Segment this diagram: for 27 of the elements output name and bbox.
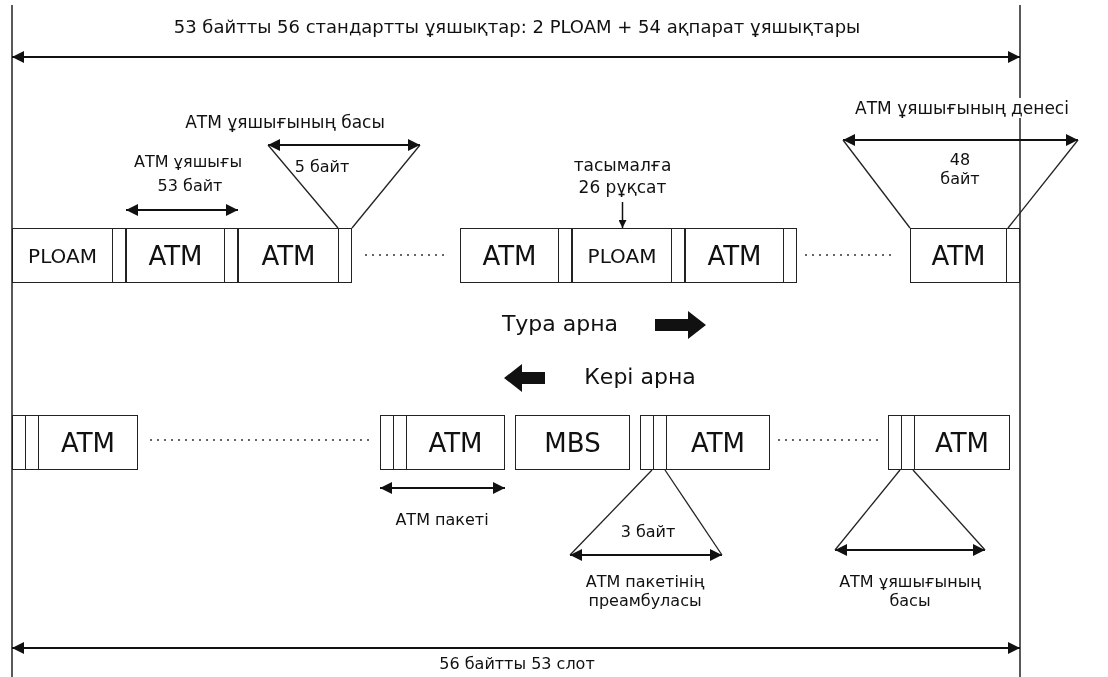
dimension-label: 5 байт <box>294 157 350 177</box>
direction-label: Тура арна <box>501 311 619 338</box>
dimension-label: 3 байт <box>620 522 676 542</box>
cell-block: ATM <box>685 228 797 283</box>
cell-block: ATM <box>238 228 352 283</box>
dimension-label: АТМ ұяшығы <box>133 152 243 172</box>
direction-label: Кері арна <box>584 364 696 391</box>
cell-block: ATM <box>126 228 238 283</box>
cell-block: ATM <box>910 228 1020 283</box>
dimension-label: АТМ ұяшығының басы <box>838 572 982 611</box>
cell-block: PLOAM <box>572 228 685 283</box>
cell-block: ATM <box>460 228 572 283</box>
dimension-label: АТМ ұяшығының басы <box>185 112 385 133</box>
arrow <box>618 201 627 229</box>
dimension-label: 48 байт <box>939 150 981 189</box>
dimension-label: 53 байт <box>157 176 223 196</box>
cell-block: ATM <box>888 415 1010 470</box>
cell-block: ATM <box>380 415 505 470</box>
dimension-label: АТМ пакеті <box>395 510 489 530</box>
dimension-label: АТМ ұяшығының денесі <box>855 98 1069 119</box>
cell-block: ATM <box>640 415 770 470</box>
cell-block: PLOAM <box>12 228 126 283</box>
dimension-label: 56 байтты 53 слот <box>439 654 595 674</box>
heading-text: 53 байтты 56 стандартты ұяшықтар: 2 PLOAM + 54 ақпарат ұяшықтары <box>173 16 861 38</box>
dimension-label: АТМ пакетінің преамбуласы <box>584 572 706 611</box>
cell-block: MBS <box>515 415 630 470</box>
cell-block: ATM <box>12 415 138 470</box>
